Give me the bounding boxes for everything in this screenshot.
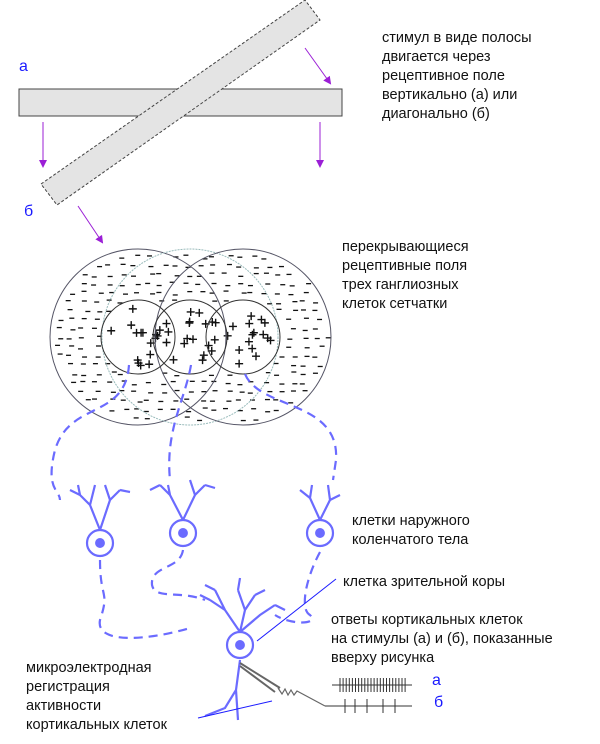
plus-sign: [252, 352, 261, 361]
plus-sign: [195, 308, 204, 317]
plus-sign: [247, 312, 256, 321]
neuron-nucleus: [95, 538, 105, 548]
plus-sign: [137, 328, 146, 337]
plus-sign: [146, 350, 155, 359]
outer-receptive-field: [154, 248, 332, 426]
plus-sign: [199, 351, 208, 360]
microelectrode: [239, 662, 326, 707]
receptive-fields: [49, 248, 332, 426]
axon-lgn3-cortex: [274, 551, 321, 624]
trace-label-a: а: [432, 672, 441, 689]
stimulus-description: стимул в виде полосы двигается через рец…: [382, 30, 532, 122]
plus-sign: [248, 344, 257, 353]
plus-sign: [185, 319, 194, 328]
plus-sign: [248, 330, 257, 339]
plus-sign: [128, 304, 137, 313]
receptive-fields-label: перекрывающиеся рецептивные поля трех га…: [342, 239, 469, 312]
plus-sign: [244, 337, 253, 346]
plus-sign: [257, 315, 266, 324]
axon-3: [243, 373, 338, 481]
dendrite: [199, 577, 286, 633]
center-receptive-field: [205, 299, 281, 375]
trace-label-b: б: [434, 694, 444, 711]
responses-label: ответы кортикальных клеток на стимулы (а…: [331, 612, 553, 666]
plus-sign: [210, 335, 219, 344]
cortex-cell-label: клетка зрительной коры: [343, 574, 506, 590]
outer-receptive-field: [49, 248, 227, 426]
plus-sign: [198, 356, 207, 365]
axon-lgn1-cortex: [98, 559, 191, 639]
outer-receptive-field: [101, 248, 279, 426]
plus-sign: [183, 334, 192, 343]
pointer-cortex-cell: [256, 578, 337, 642]
plus-sign: [145, 360, 154, 369]
dendrite: [69, 484, 131, 531]
plus-sign: [127, 321, 136, 330]
neurons: [69, 479, 341, 721]
label-b: б: [24, 203, 34, 220]
arrow-diag-top: [304, 47, 332, 85]
neuron-nucleus: [315, 528, 325, 538]
plus-sign: [164, 327, 173, 336]
pointer-microelectrode: [197, 700, 273, 719]
axon-1: [50, 364, 131, 501]
plus-sign: [180, 339, 189, 348]
motion-arrows: [39, 47, 332, 244]
plus-sign: [228, 322, 237, 331]
plus-sign: [235, 359, 244, 368]
plus-sign: [235, 346, 244, 355]
plus-sign: [162, 338, 171, 347]
diagonal-bar-stimulus: [40, 0, 321, 206]
plus-sign: [107, 326, 116, 335]
spike-traces: [325, 678, 412, 713]
microelectrode-label: микроэлектродная регистрация активности …: [26, 660, 167, 733]
dendrite: [299, 484, 341, 521]
plus-sign: [155, 326, 164, 335]
plus-sign: [188, 335, 197, 344]
plus-sign: [223, 331, 232, 340]
axon-2: [168, 364, 193, 481]
label-a: а: [19, 58, 28, 75]
plus-sign: [204, 341, 213, 350]
center-receptive-field: [100, 299, 176, 375]
plus-sign: [134, 359, 143, 368]
axons: [50, 364, 338, 639]
lgn-cells-label: клетки наружного коленчатого тела: [352, 513, 470, 548]
plus-sign: [259, 330, 268, 339]
neuron-nucleus: [178, 528, 188, 538]
plus-sign: [249, 328, 258, 337]
dendrite: [204, 659, 242, 721]
neuron-nucleus: [235, 640, 245, 650]
plus-sign: [245, 319, 254, 328]
axon-lgn2-cortex: [150, 549, 206, 602]
arrow-diag-bottom: [77, 205, 104, 244]
plus-sign: [162, 319, 171, 328]
plus-sign: [186, 307, 195, 316]
plus-sign: [208, 318, 217, 327]
plus-sign: [266, 336, 275, 345]
plus-sign: [169, 355, 178, 364]
dendrite: [149, 479, 216, 521]
